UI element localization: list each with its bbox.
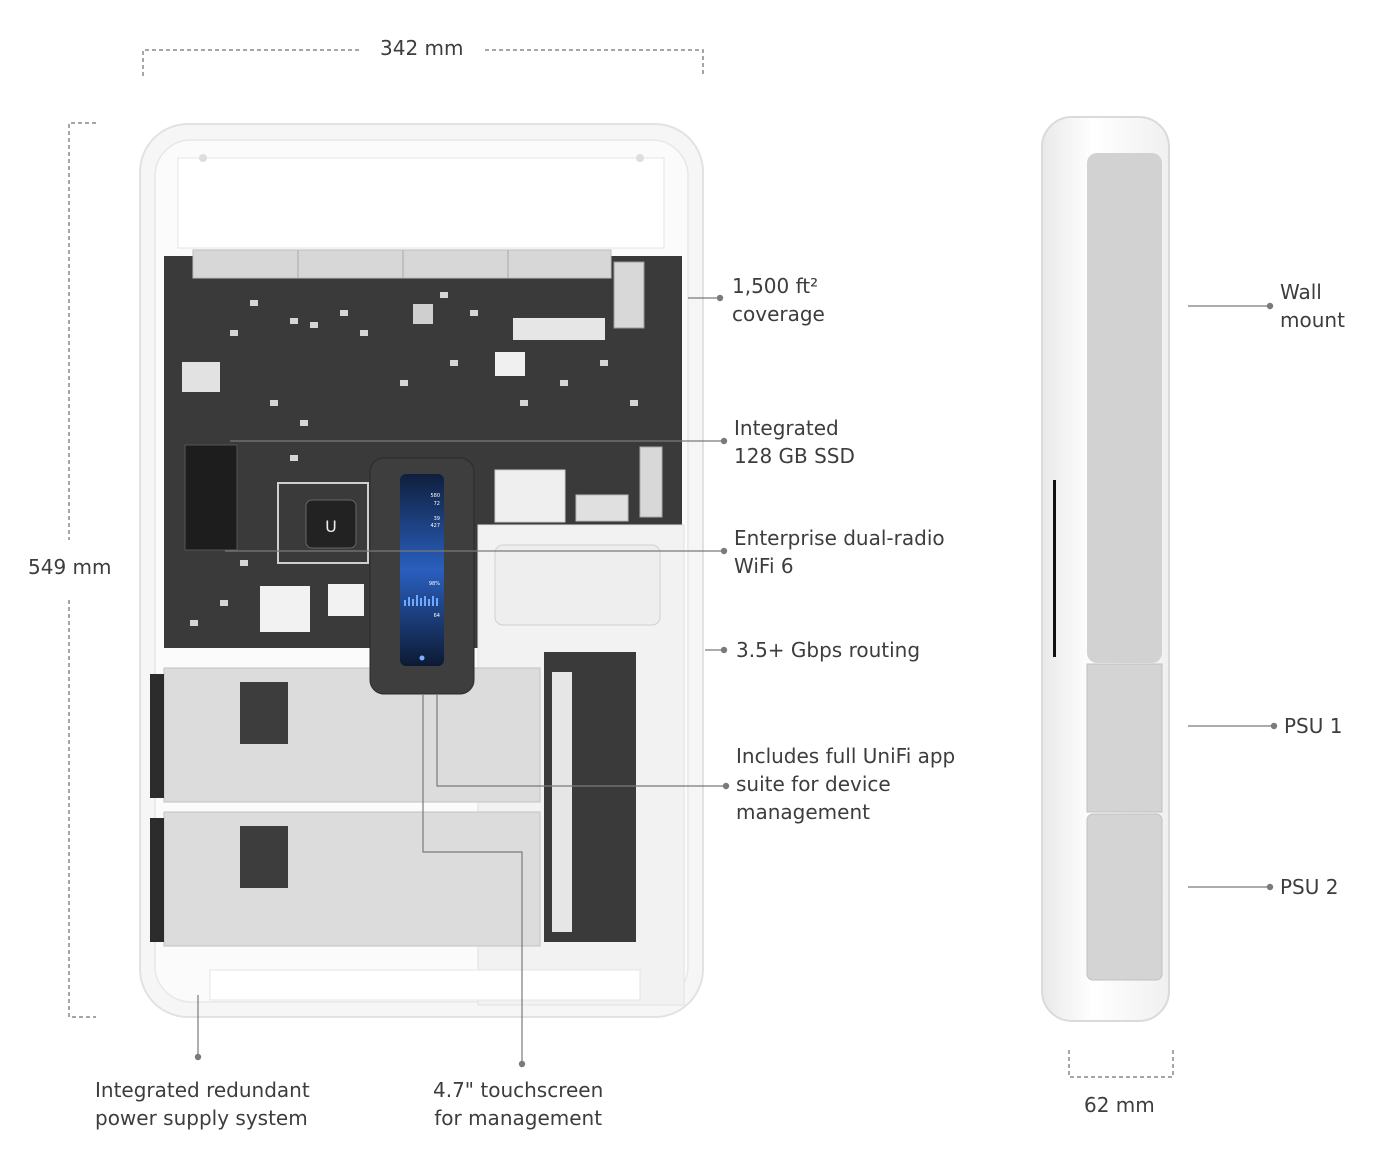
- leader-lines: [197, 297, 1272, 1064]
- callout-power-line-1: Integrated redundant: [95, 1078, 310, 1102]
- front-view: U: [139, 123, 704, 1018]
- callout-app-suite-line-1: Includes full UniFi app: [736, 744, 956, 768]
- callout-wifi-line-2: WiFi 6: [734, 554, 794, 578]
- height-dimension-bracket: [68, 122, 96, 1018]
- callout-coverage: 1,500 ft² coverage: [732, 272, 825, 328]
- callout-routing: 3.5+ Gbps routing: [736, 636, 920, 664]
- callout-touchscreen-line-2: for management: [434, 1106, 603, 1130]
- callout-wifi-line-1: Enterprise dual-radio: [734, 526, 945, 550]
- callout-power-supply: Integrated redundant power supply system: [95, 1076, 310, 1132]
- callout-ssd: Integrated 128 GB SSD: [734, 414, 855, 470]
- callout-app-suite-line-3: management: [736, 800, 870, 824]
- screen-stat-1: 580: [430, 493, 440, 499]
- callout-wifi: Enterprise dual-radio WiFi 6: [734, 524, 945, 580]
- callout-psu1: PSU 1: [1284, 712, 1342, 740]
- callout-psu2-line-1: PSU 2: [1280, 875, 1339, 899]
- callout-app-suite-line-2: suite for device: [736, 772, 891, 796]
- screen-stat-5: 98%: [429, 581, 440, 587]
- callout-power-line-2: power supply system: [95, 1106, 308, 1130]
- depth-dimension-bracket: [1068, 1050, 1174, 1078]
- side-view: [1041, 116, 1170, 1022]
- callout-wall-mount: Wall mount: [1280, 278, 1345, 334]
- callout-touchscreen: 4.7" touchscreen for management: [433, 1076, 603, 1132]
- screen-stat-4: 427: [430, 523, 440, 529]
- callout-coverage-line-2: coverage: [732, 302, 825, 326]
- screen-stat-6: 64: [434, 613, 440, 619]
- leader-dots: [194, 294, 1278, 1068]
- screen-stat-2: 72: [434, 501, 440, 507]
- width-dimension-bracket: [142, 49, 704, 76]
- width-dimension-label: 342 mm: [380, 36, 464, 60]
- callout-wall-mount-line-2: mount: [1280, 308, 1345, 332]
- callout-touchscreen-line-1: 4.7" touchscreen: [433, 1078, 604, 1102]
- callout-ssd-line-1: Integrated: [734, 416, 839, 440]
- svg-text:U: U: [325, 517, 337, 536]
- callout-psu1-line-1: PSU 1: [1284, 714, 1343, 738]
- callout-wall-mount-line-1: Wall: [1280, 280, 1322, 304]
- callout-app-suite: Includes full UniFi app suite for device…: [736, 742, 955, 826]
- depth-dimension-label: 62 mm: [1084, 1093, 1155, 1117]
- callout-coverage-line-1: 1,500 ft²: [732, 274, 819, 298]
- screen-stat-3: 39: [434, 516, 440, 522]
- callout-ssd-line-2: 128 GB SSD: [734, 444, 855, 468]
- callout-psu2: PSU 2: [1280, 873, 1338, 901]
- height-dimension-label: 549 mm: [28, 555, 112, 579]
- callout-routing-line-1: 3.5+ Gbps routing: [736, 638, 921, 662]
